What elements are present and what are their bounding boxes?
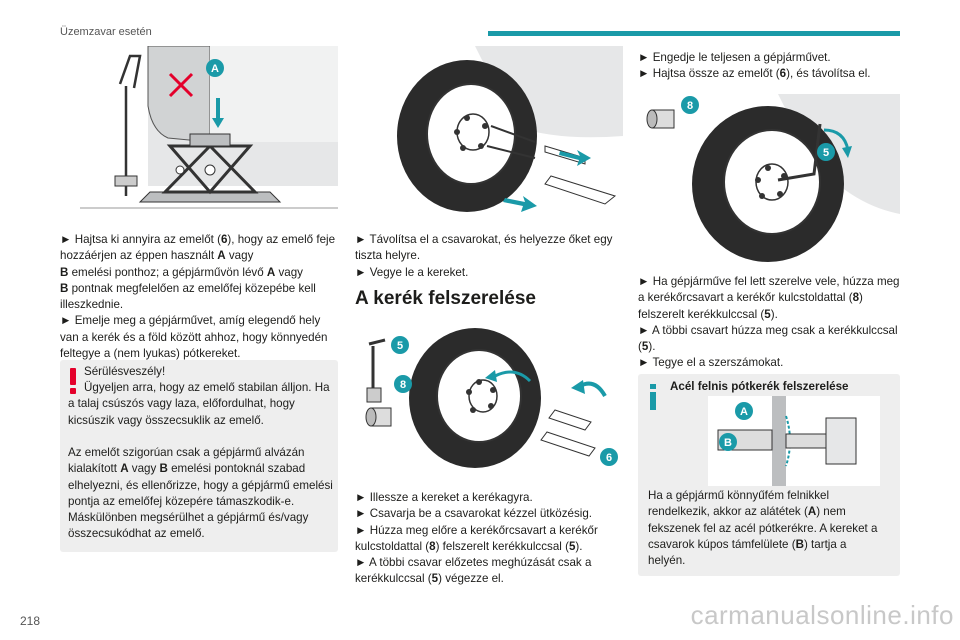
lock-adapter-icon <box>646 109 675 129</box>
wheel-mount-figure: 5 8 6 <box>355 326 623 476</box>
info-icon <box>650 384 656 410</box>
info-text: Ha a gépjármű könnyűfém felnikkel rendel… <box>648 489 878 568</box>
lock-adapter-icon <box>365 407 392 427</box>
removal-instructions: ► Távolítsa el a csavarokat, és helyezze… <box>355 233 613 279</box>
warning-text-2: Az emelőt szigorúan csak a gépjármű alvá… <box>68 446 333 541</box>
header-accent-bar <box>488 31 900 36</box>
warning-box: Sérülésveszély! Ügyeljen arra, hogy az e… <box>60 360 338 552</box>
car-jack-icon <box>114 54 282 203</box>
arrow-icon <box>503 150 591 212</box>
marker-b: B <box>724 437 732 449</box>
warning-title: Sérülésveszély! <box>84 365 166 378</box>
mounting-instructions: ► Illessze a kereket a kerékagyra. ► Csa… <box>355 491 598 586</box>
marker-5: 5 <box>397 340 403 352</box>
page-number: 218 <box>20 614 41 628</box>
instruction-text: ► Hajtsa ki annyira az emelőt (6), hogy … <box>60 233 336 361</box>
info-box: Acél felnis pótkerék felszerelése A B Ha… <box>638 374 900 576</box>
warning-text-1: Ügyeljen arra, hogy az emelő stabilan ál… <box>68 381 330 427</box>
tightening-instructions: ► Ha gépjárműve fel lett szerelve vele, … <box>638 275 900 370</box>
info-title: Acél felnis pótkerék felszerelése <box>670 380 849 393</box>
section-heading: A kerék felszerelése <box>355 288 536 309</box>
section-title: Üzemzavar esetén <box>60 26 152 38</box>
bolt-washer-figure: A B <box>708 396 880 486</box>
marker-8: 8 <box>687 100 693 112</box>
marker-5: 5 <box>823 147 829 159</box>
lowering-instructions: ► Engedje le teljesen a gépjárművet. ► H… <box>638 51 871 81</box>
watermark: carmanualsonline.info <box>690 600 954 630</box>
marker-a: A <box>740 406 748 418</box>
marker-a: A <box>211 63 219 75</box>
marker-6: 6 <box>606 452 612 464</box>
wrong-position-cross-icon <box>168 72 194 98</box>
wheel-tighten-figure: 8 5 <box>638 94 900 262</box>
jack-figure: A <box>60 46 338 218</box>
wheel-removal-figure <box>355 46 623 218</box>
wheel-removal-icon <box>397 60 617 212</box>
marker-8: 8 <box>400 379 406 391</box>
exclamation-icon <box>70 368 76 394</box>
